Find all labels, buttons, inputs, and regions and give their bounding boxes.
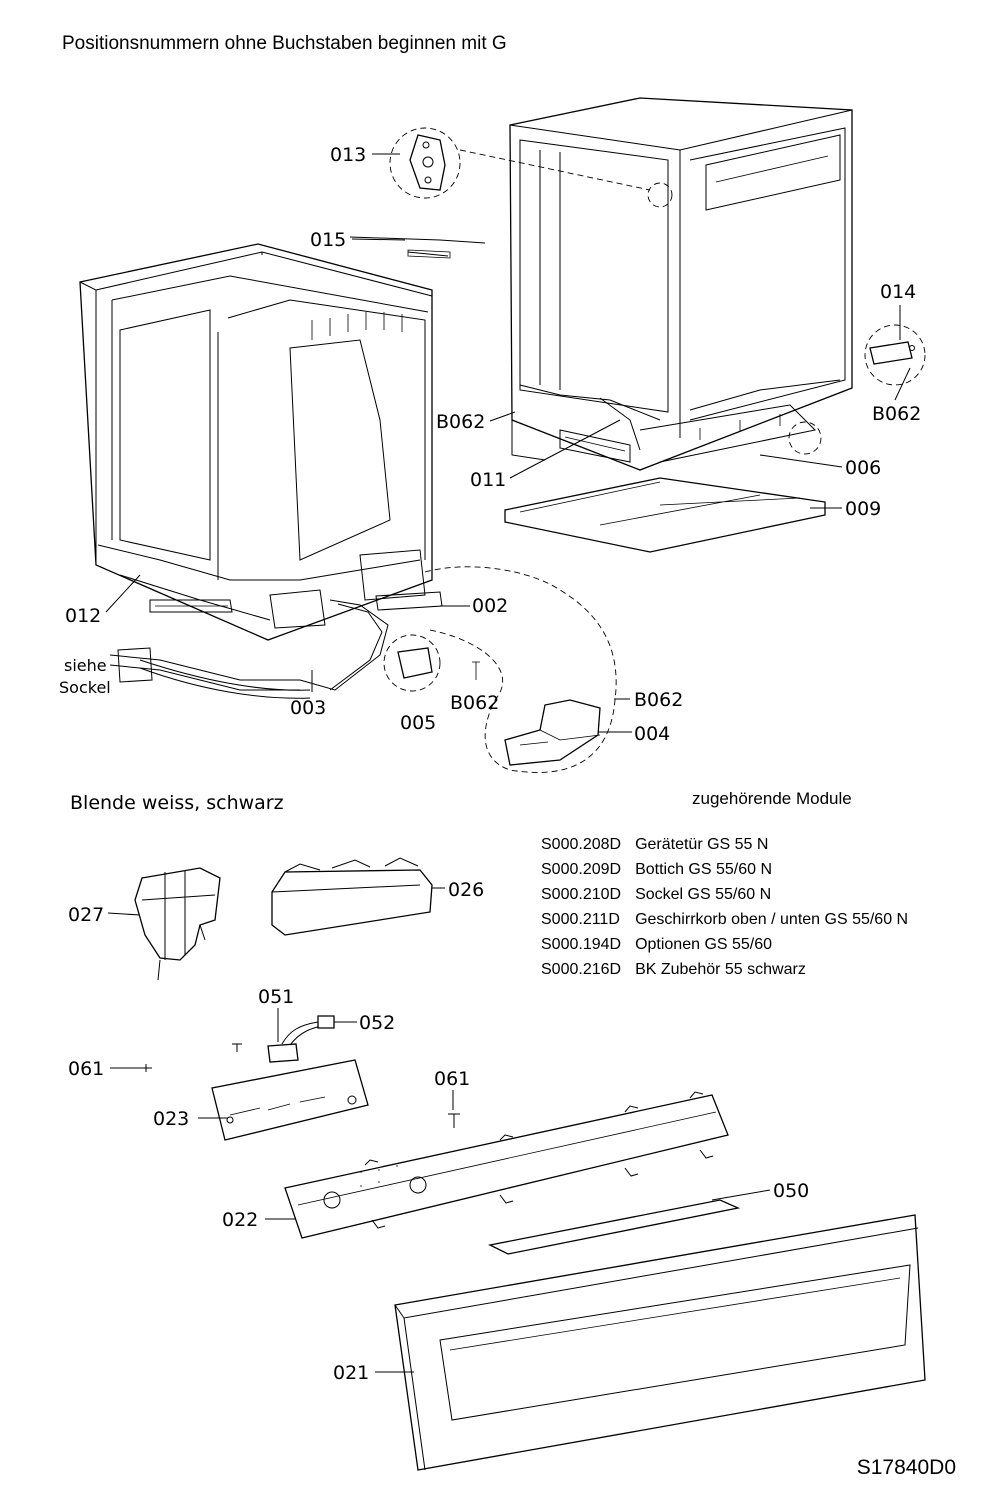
lock-027 [134,867,221,981]
insert-050 [488,1199,741,1255]
modules-title: zugehörende Module [692,789,852,808]
module-row: S000.208D Gerätetür GS 55 N [541,832,922,857]
label-026: 026 [448,879,484,901]
label-052: 052 [359,1012,395,1034]
label-003: 003 [290,697,326,719]
part-005 [397,647,433,679]
note-siehe: siehe [64,656,107,675]
cover-004 [504,699,601,766]
module-description: Gerätetür GS 55 N [635,835,769,853]
section-label: Blende weiss, schwarz [70,792,284,814]
drain-hose [139,659,311,691]
label-015: 015 [310,229,346,251]
module-description: Sockel GS 55/60 N [635,885,772,903]
label-050: 050 [773,1180,809,1202]
front-panel-frame-022 [284,1091,729,1239]
note-sockel: Sockel [59,678,111,697]
label-009: 009 [845,498,881,520]
modules-table: S000.208D Gerätetür GS 55 N S000.209D Botti… [541,832,922,982]
module-description: Bottich GS 55/60 N [635,860,773,878]
tub-rear-view [79,243,443,691]
module-description: Geschirrkorb oben / unten GS 55/60 N [635,910,909,928]
label-005: 005 [400,712,436,734]
tub-front-view [509,97,853,471]
screw-061c [448,1113,460,1128]
label-061-left: 061 [68,1058,104,1080]
leader-lines [105,153,911,1373]
cable-051 [267,1015,335,1063]
bracket-014 [869,341,913,365]
module-code: S000.211D [541,910,620,928]
module-row: S000.210D Sockel GS 55/60 N [541,882,922,907]
handle-026 [271,857,433,936]
module-description: BK Zubehör 55 schwarz [635,960,806,978]
module-row: S000.211D Geschirrkorb oben / unten GS 55… [541,907,922,932]
label-021: 021 [333,1362,369,1384]
part-labels: 013 015 014 B062 B062 011 006 009 012 00… [59,144,921,1384]
label-013: 013 [330,144,366,166]
rail-015 [349,236,486,257]
module-description: Optionen GS 55/60 [635,935,773,953]
screw-061b [140,1064,152,1072]
label-006: 006 [845,457,881,479]
control-board-023 [211,1059,369,1141]
label-014: 014 [880,281,916,303]
module-code: S000.208D [541,835,622,853]
page-header: Positionsnummern ohne Buchstaben beginne… [62,33,507,54]
module-code: S000.216D [541,960,622,978]
module-row: S000.194D Optionen GS 55/60 [541,932,922,957]
label-023: 023 [153,1108,189,1130]
label-051: 051 [258,986,294,1008]
hinge-bracket [409,134,446,191]
label-027: 027 [68,904,104,926]
module-code: S000.210D [541,885,622,903]
module-row: S000.209D Bottich GS 55/60 N [541,857,922,882]
screw-061a [232,1043,242,1052]
label-b062-left: B062 [436,411,485,433]
label-b062-right: B062 [872,403,921,425]
module-row: S000.216D BK Zubehör 55 schwarz [541,957,922,982]
label-011: 011 [470,469,506,491]
label-061-right: 061 [434,1068,470,1090]
label-004: 004 [634,723,670,745]
label-002: 002 [472,595,508,617]
label-022: 022 [222,1209,258,1231]
label-b062-lower: B062 [634,689,683,711]
drawing-code: S17840D0 [856,1456,956,1479]
label-b062-mid: B062 [450,692,499,714]
module-code: S000.194D [541,935,622,953]
module-code: S000.209D [541,860,622,878]
front-panel-021 [394,1214,926,1471]
label-012: 012 [65,605,101,627]
base-plate [504,477,826,553]
